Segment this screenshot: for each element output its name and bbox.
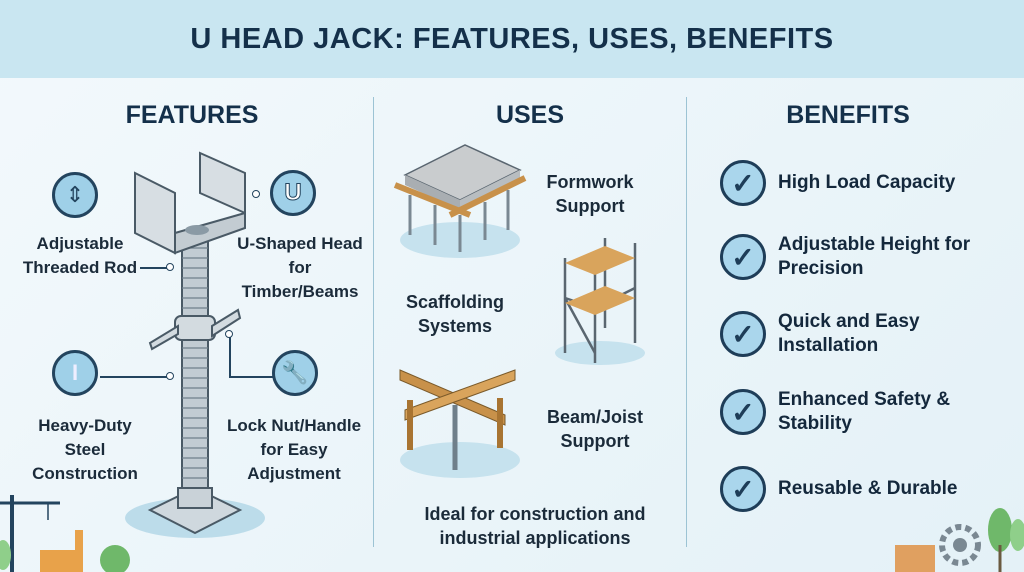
connector-line [229,376,273,378]
connector-line [140,267,168,269]
benefit-item: ✓ Quick and Easy Installation [720,310,948,358]
wrench-icon: 🔧 [272,350,318,396]
threaded-rod-icon: ⇕ [52,172,98,218]
checkmark-icon: ✓ [720,160,766,206]
connector-dot [166,263,174,271]
checkmark-icon: ✓ [720,311,766,357]
steel-beam-icon: I [52,350,98,396]
benefits-heading: BENEFITS [786,101,910,129]
use-label-scaffolding: Scaffolding Systems [406,292,504,336]
benefit-item: ✓ Reusable & Durable [720,466,958,512]
benefit-label: Quick and Easy Installation [778,311,920,356]
use-label-beam-joist: Beam/Joist Support [546,407,644,451]
benefit-label: Adjustable Height for Precision [778,234,971,279]
benefit-label: High Load Capacity [778,172,956,193]
connector-dot [166,372,174,380]
checkmark-icon: ✓ [720,466,766,512]
connector-dot [252,190,260,198]
benefit-label: Reusable & Durable [778,478,958,499]
connector-line [100,376,168,378]
use-label-formwork: Formwork Support [546,172,634,216]
connector-line [229,337,231,377]
crane-scene-icon [0,495,130,572]
feature-label: Lock Nut/Handle for Easy Adjustment [226,416,362,483]
beam-joist-illustration [399,369,520,478]
benefit-item: ✓ High Load Capacity [720,160,955,206]
benefit-item: ✓ Enhanced Safety & Stability [720,388,958,436]
column-divider [686,97,687,547]
u-head-jack-illustration [125,151,265,538]
page-title: U HEAD JACK: FEATURES, USES, BENEFITS [190,22,834,55]
benefit-label: Enhanced Safety & Stability [778,389,951,434]
formwork-support-illustration [393,144,527,258]
checkmark-icon: ✓ [720,234,766,280]
uses-footer: Ideal for construction and industrial ap… [424,504,646,548]
checkmark-icon: ✓ [720,389,766,435]
gear-trees-icon [895,508,1024,572]
feature-label: Adjustable Threaded Rod [22,234,138,277]
benefit-item: ✓ Adjustable Height for Precision [720,233,978,281]
title-band: U HEAD JACK: FEATURES, USES, BENEFITS [0,0,1024,78]
u-shape-icon: U [270,170,316,216]
uses-heading: USES [495,101,565,129]
scaffolding-illustration [555,238,645,365]
feature-label: U-Shaped Head for Timber/Beams [237,234,363,301]
feature-label: Heavy-Duty Steel Construction [32,416,138,483]
column-divider [373,97,374,547]
features-heading: FEATURES [125,101,259,129]
